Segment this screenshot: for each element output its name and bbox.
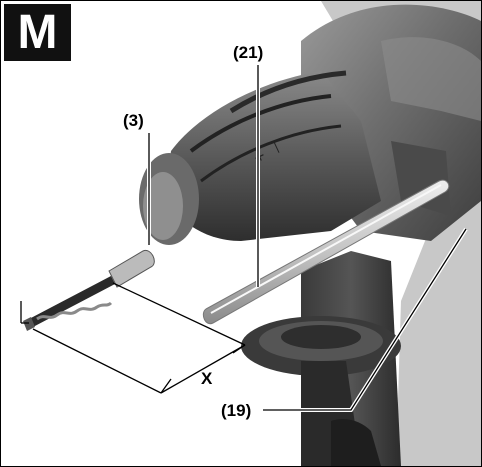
callout-drill-bit: (3) <box>123 111 144 130</box>
tool-chuck <box>166 71 381 241</box>
leader-line-19 <box>263 228 467 411</box>
callout-side-handle: (19) <box>221 401 252 420</box>
depth-stop-rod <box>202 179 450 325</box>
svg-text:|: | <box>271 139 281 153</box>
dimension-x <box>20 282 246 394</box>
figure-badge: M <box>4 4 71 61</box>
callout-depth-stop: (21) <box>233 43 264 62</box>
drill-bit <box>29 276 115 327</box>
dimension-label-x: X <box>201 369 213 388</box>
